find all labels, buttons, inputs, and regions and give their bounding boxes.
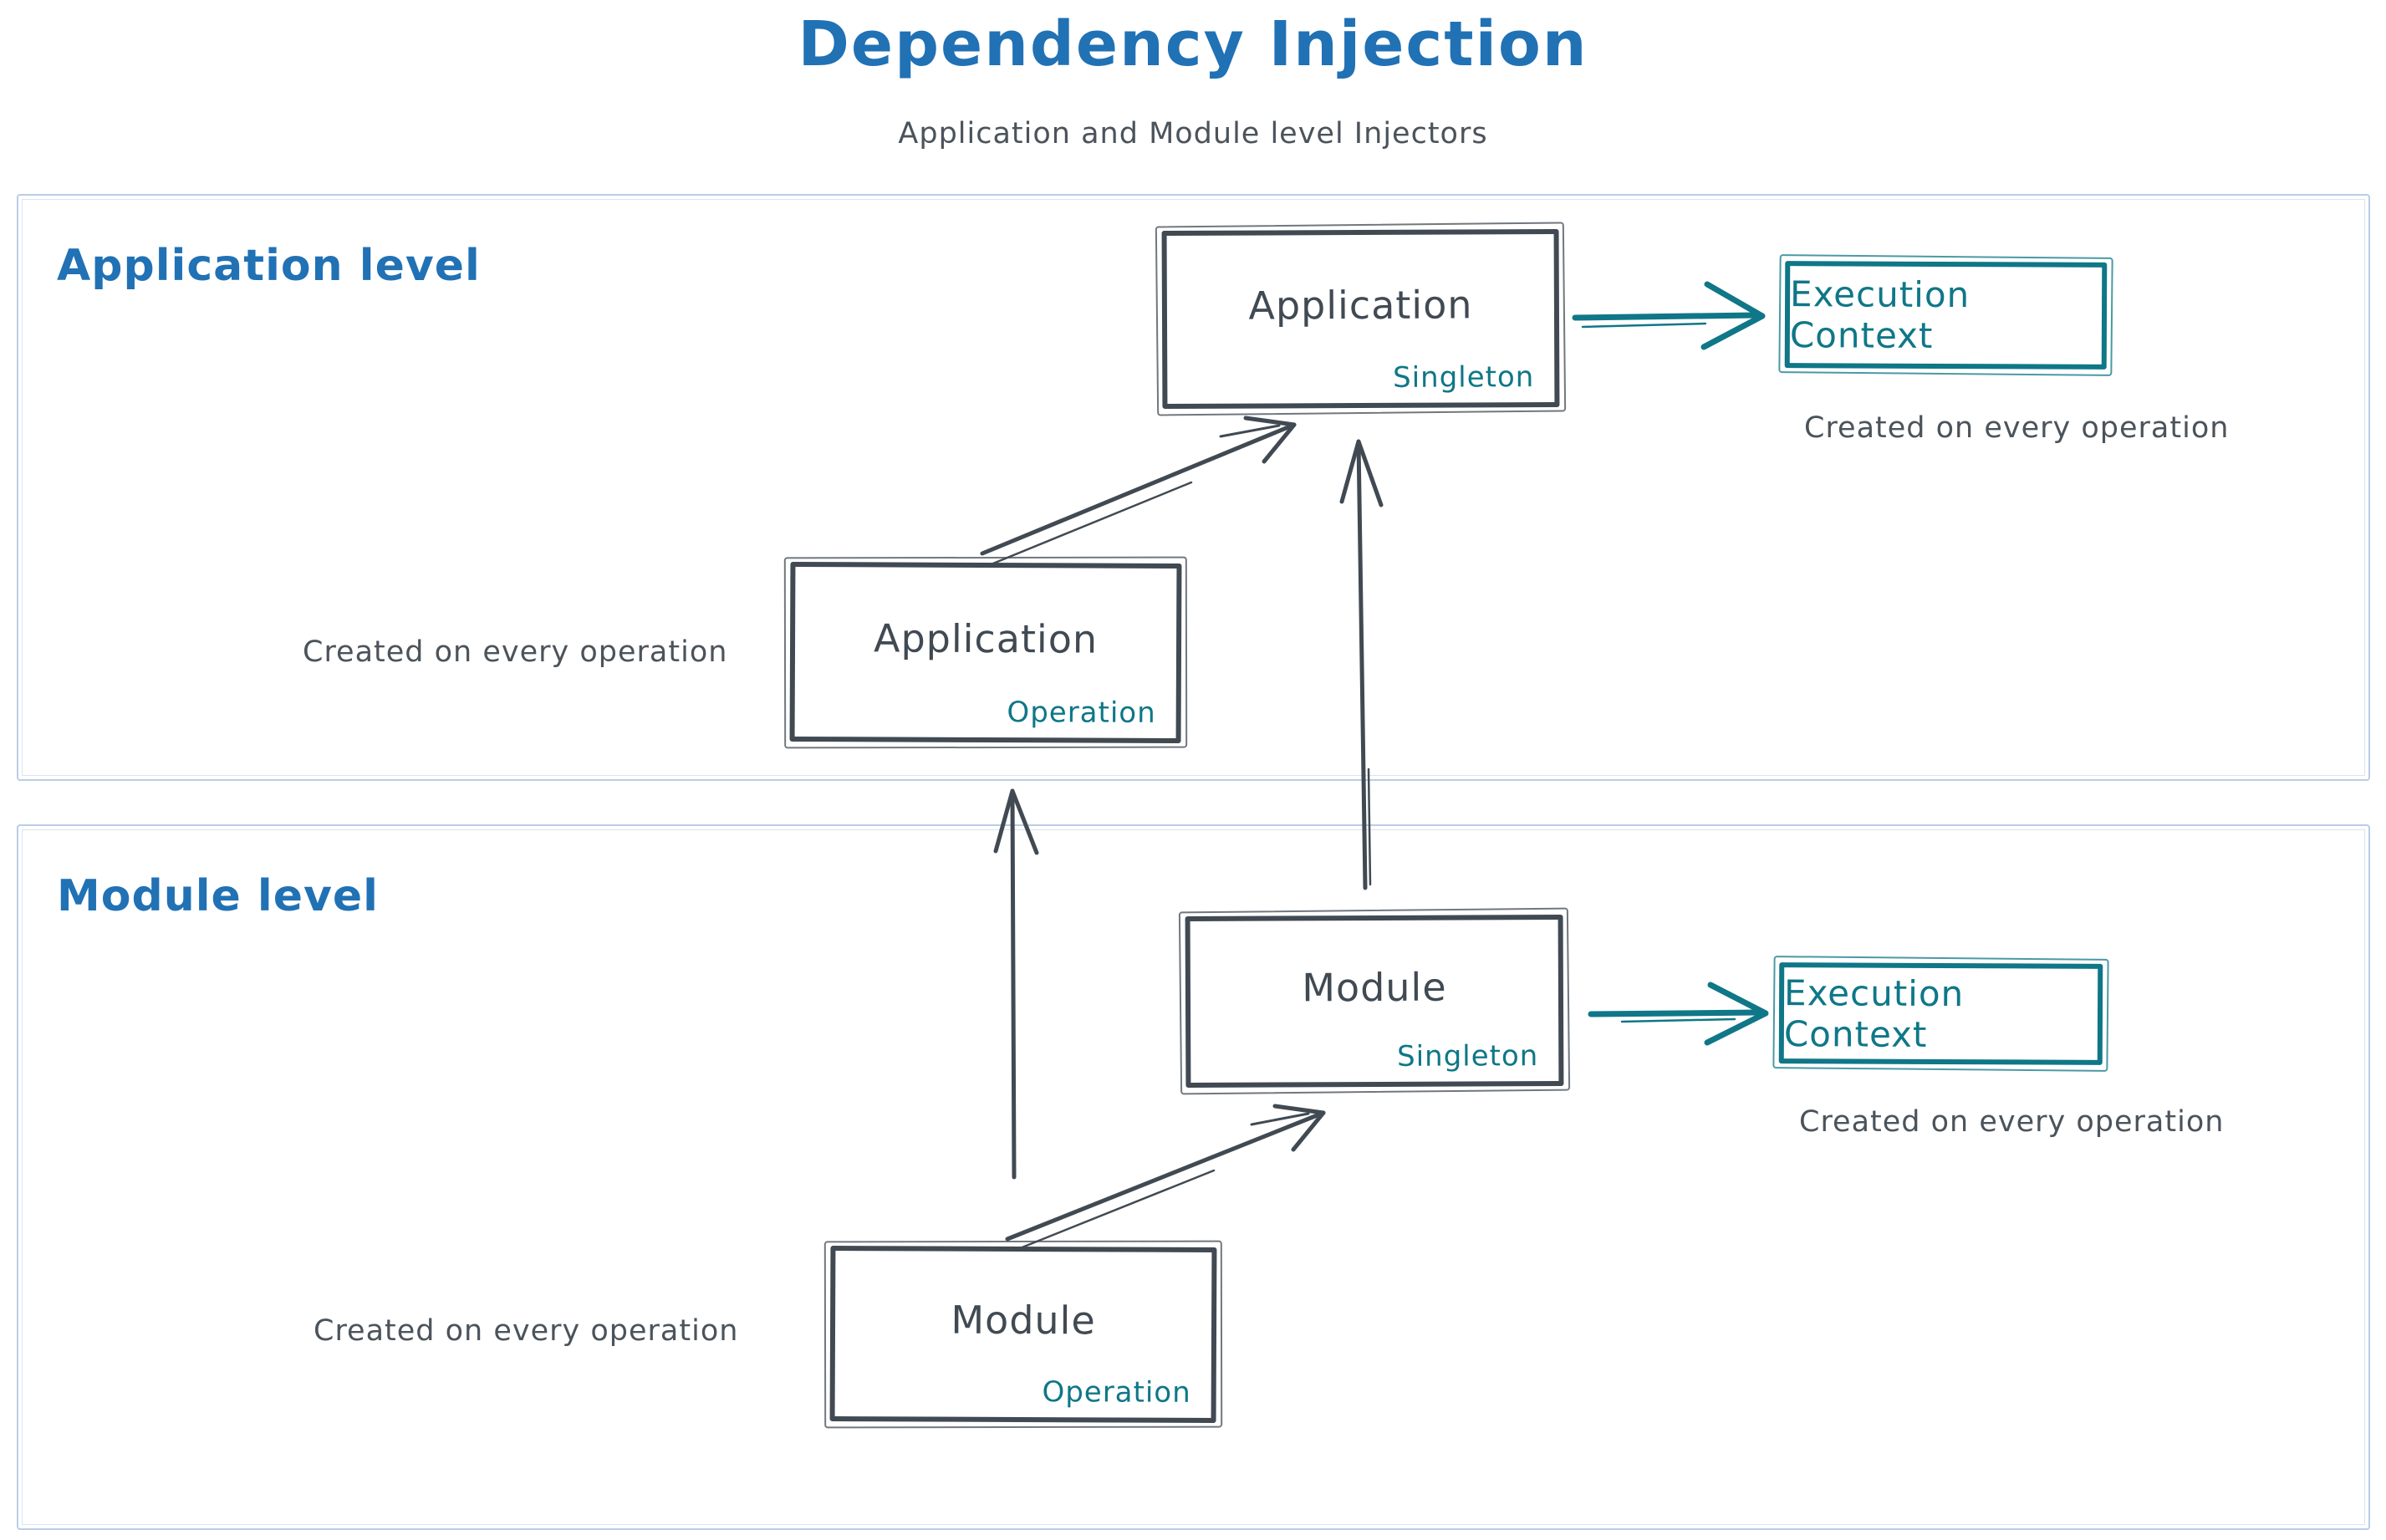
- arrow-module-singleton-to-app-singleton: [1339, 439, 1384, 890]
- module-execution-context-note: Created on every operation: [1799, 1105, 2225, 1139]
- module-level-label: Module level: [57, 871, 379, 921]
- arrow-app-singleton-to-execution-context: [1572, 281, 1766, 350]
- module-singleton-title: Module: [1302, 964, 1447, 1010]
- module-level-section: [17, 824, 2370, 1530]
- module-execution-context-title: Execution Context: [1783, 971, 1965, 1055]
- arrow-module-operation-to-module-singleton: [1005, 1104, 1326, 1252]
- module-operation-badge: Operation: [1042, 1375, 1191, 1410]
- module-singleton-box: Module Singleton: [1185, 915, 1564, 1088]
- page-title: Dependency Injection: [798, 8, 1588, 80]
- app-execution-context-note: Created on every operation: [1804, 411, 2230, 445]
- app-singleton-box: Application Singleton: [1161, 228, 1560, 410]
- app-operation-badge: Operation: [1007, 696, 1156, 730]
- arrow-module-singleton-to-execution-context: [1588, 982, 1769, 1046]
- module-operation-title: Module: [951, 1297, 1096, 1344]
- app-operation-note: Created on every operation: [303, 635, 728, 669]
- module-execution-context-box: Execution Context: [1778, 962, 2103, 1065]
- app-operation-title: Application: [873, 614, 1099, 662]
- application-level-label: Application level: [57, 241, 481, 291]
- module-singleton-badge: Singleton: [1396, 1039, 1539, 1073]
- arrow-app-operation-to-app-singleton: [980, 416, 1297, 567]
- app-execution-context-title: Execution Context: [1789, 273, 1970, 356]
- module-operation-box: Module Operation: [829, 1245, 1217, 1424]
- application-level-section: [17, 194, 2370, 781]
- page-subtitle: Application and Module level Injectors: [898, 117, 1488, 150]
- app-operation-box: Application Operation: [789, 561, 1182, 744]
- app-execution-context-box: Execution Context: [1784, 261, 2108, 370]
- app-singleton-badge: Singleton: [1393, 360, 1535, 395]
- app-singleton-title: Application: [1248, 281, 1473, 329]
- arrow-module-operation-to-app-operation: [993, 788, 1039, 1180]
- module-operation-note: Created on every operation: [314, 1314, 739, 1348]
